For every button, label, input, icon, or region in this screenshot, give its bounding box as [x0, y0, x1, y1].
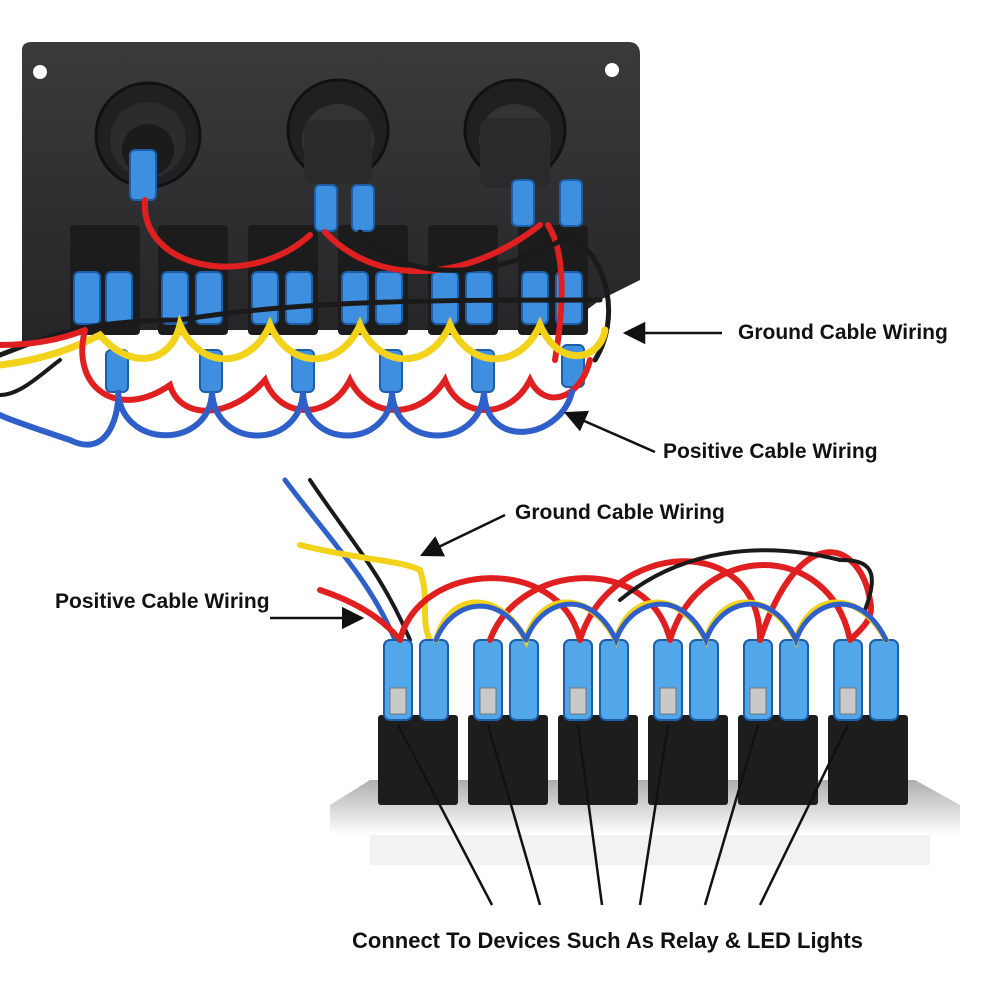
ground-cable-wiring-label-bottom: Ground Cable Wiring [515, 501, 725, 524]
socket-2 [286, 78, 390, 184]
bottom-switch-bodies [378, 715, 908, 805]
bottom-switch-panel [282, 477, 960, 865]
top-callout-arrows [563, 321, 722, 454]
bottom-wires [397, 548, 889, 649]
bottom-terminals [383, 639, 899, 721]
positive-cable-wiring-label-bottom: Positive Cable Wiring [55, 590, 270, 613]
top-switch-panel [0, 42, 640, 448]
positive-cable-wiring-label-top: Positive Cable Wiring [663, 440, 878, 463]
connect-devices-caption: Connect To Devices Such As Relay & LED L… [352, 928, 863, 953]
mid-callout-arrows [270, 513, 506, 630]
mounting-hole-right [605, 63, 619, 77]
ground-cable-wiring-label-top: Ground Cable Wiring [738, 321, 948, 344]
top-wires [0, 197, 612, 448]
connect-leader-lines [396, 724, 850, 906]
top-terminals [73, 149, 585, 393]
mounting-hole-left [33, 65, 47, 79]
socket-3 [463, 78, 567, 188]
